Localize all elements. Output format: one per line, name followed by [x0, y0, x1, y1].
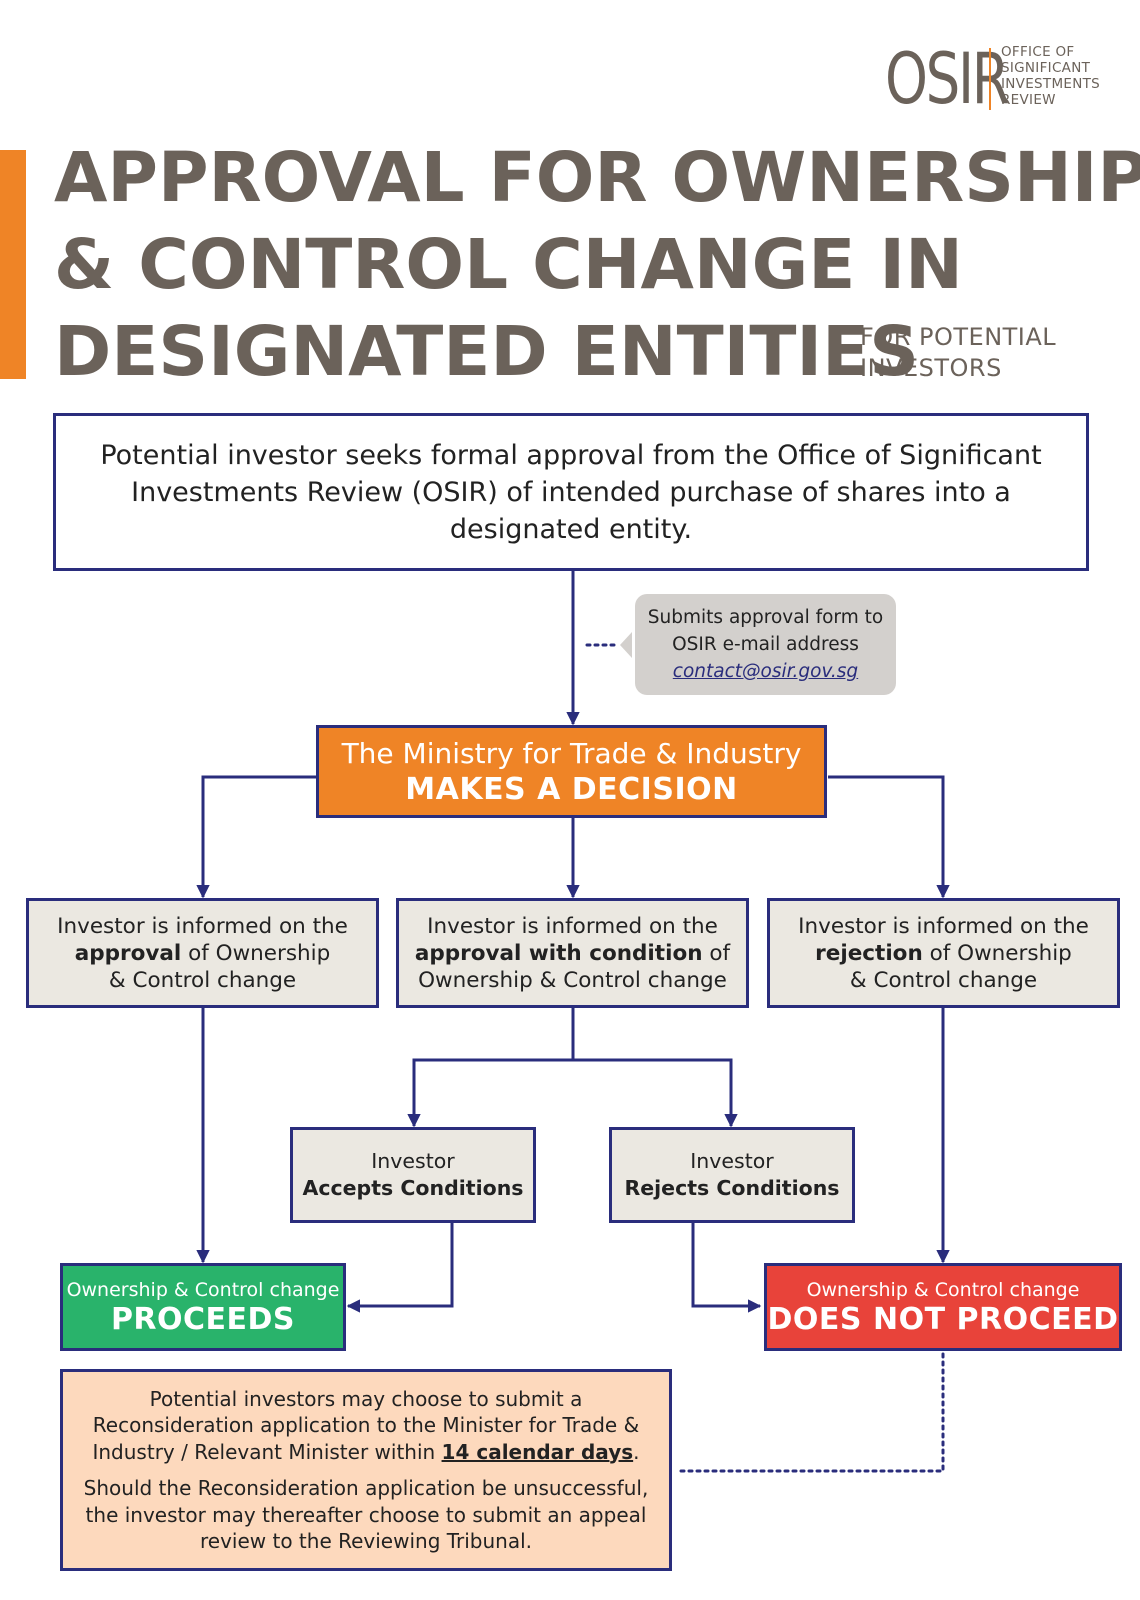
- approval-bold: approval: [74, 940, 182, 966]
- accepts-line-2: Accepts Conditions: [302, 1176, 524, 1200]
- logo-divider: [989, 48, 991, 110]
- not-proceed-line-1: Ownership & Control change: [806, 1279, 1080, 1301]
- proceeds-line-2: PROCEEDS: [110, 1302, 296, 1337]
- approval-line-3: & Control change: [108, 967, 297, 993]
- logo-subtitle-line: SIGNIFICANT: [1001, 60, 1091, 76]
- conditional-line-1: Investor is informed on the: [427, 913, 718, 939]
- approval-line-1: Investor is informed on the: [57, 913, 348, 939]
- note-tail: [620, 632, 632, 658]
- intro-box: Potential investor seeks formal approval…: [53, 413, 1089, 571]
- rejects-line-2: Rejects Conditions: [624, 1176, 840, 1200]
- subtitle-line: FOR POTENTIAL: [860, 323, 1057, 351]
- page-title-line-1: APPROVAL FOR OWNERSHIP: [54, 138, 1140, 218]
- conditional-bold: approval with condition: [414, 940, 703, 966]
- reconsideration-text: Potential investors may choose to submit…: [92, 1386, 640, 1464]
- connector-decision-to-rejection: [828, 775, 950, 899]
- conditional-post: of: [709, 940, 731, 966]
- logo-subtitle-line: REVIEW: [1001, 92, 1056, 108]
- connector-split-to-accepts: [407, 1058, 573, 1128]
- reconsideration-deadline: 14 calendar days: [441, 1439, 634, 1464]
- connector-decision-to-approval: [196, 775, 318, 899]
- email-note: Submits approval form to OSIR e-mail add…: [635, 594, 896, 695]
- conditional-outcome-box: Investor is informed on the approval wit…: [396, 898, 749, 1008]
- approval-line-2: approval of Ownership: [75, 940, 331, 967]
- connector-accepts-to-proceeds: [346, 1222, 454, 1313]
- logo-wordmark: OSIR: [885, 38, 1010, 120]
- accepts-line-1: Investor: [371, 1149, 455, 1173]
- rejection-outcome-box: Investor is informed on the rejection of…: [767, 898, 1120, 1008]
- reconsideration-period: .: [633, 1439, 640, 1464]
- title-accent-bar: [0, 150, 26, 379]
- proceeds-box: Ownership & Control change PROCEEDS: [60, 1263, 346, 1351]
- connector-rejects-to-not-proceed: [691, 1222, 762, 1313]
- rejects-conditions-box: Investor Rejects Conditions: [609, 1127, 855, 1223]
- note-line-2: OSIR e-mail address: [672, 634, 859, 655]
- rejects-line-1: Investor: [690, 1149, 774, 1173]
- reconsideration-paragraph-1: Potential investors may choose to submit…: [77, 1386, 655, 1466]
- rejection-line-1: Investor is informed on the: [798, 913, 1089, 939]
- dotted-not-proceed-to-reconsideration: [674, 1352, 945, 1473]
- subtitle-line: INVESTORS: [860, 354, 1002, 382]
- logo-subtitle-line: OFFICE OF: [1001, 44, 1075, 60]
- connector-split-to-rejects: [573, 1058, 738, 1128]
- page-title-line-3: DESIGNATED ENTITIES: [54, 312, 919, 392]
- page-subtitle: FOR POTENTIAL INVESTORS: [860, 322, 1056, 384]
- note-line-1: Submits approval form to: [647, 607, 884, 628]
- decision-line-1: The Ministry for Trade & Industry: [341, 736, 802, 770]
- approval-outcome-box: Investor is informed on the approval of …: [26, 898, 379, 1008]
- not-proceed-box: Ownership & Control change DOES NOT PROC…: [764, 1263, 1122, 1351]
- conditional-line-3: Ownership & Control change: [418, 967, 727, 993]
- not-proceed-line-2: DOES NOT PROCEED: [767, 1302, 1119, 1337]
- rejection-line-3: & Control change: [849, 967, 1038, 993]
- rejection-post: of Ownership: [929, 940, 1072, 966]
- logo-subtitle: OFFICE OF SIGNIFICANT INVESTMENTS REVIEW: [1001, 44, 1100, 108]
- osir-logo: OSIR OFFICE OF SIGNIFICANT INVESTMENTS R…: [885, 44, 1105, 114]
- rejection-line-2: rejection of Ownership: [815, 940, 1072, 967]
- conditional-line-2: approval with condition of: [415, 940, 730, 967]
- decision-box: The Ministry for Trade & Industry MAKES …: [316, 725, 827, 818]
- intro-text: Potential investor seeks formal approval…: [100, 439, 1042, 545]
- email-link[interactable]: contact@osir.gov.sg: [672, 661, 859, 682]
- rejection-bold: rejection: [815, 940, 923, 966]
- reconsideration-box: Potential investors may choose to submit…: [60, 1369, 672, 1571]
- reconsideration-paragraph-2: Should the Reconsideration application b…: [83, 1476, 649, 1553]
- accepts-conditions-box: Investor Accepts Conditions: [290, 1127, 536, 1223]
- approval-post: of Ownership: [188, 940, 331, 966]
- page-title-line-2: & CONTROL CHANGE IN: [54, 225, 963, 305]
- decision-line-2: MAKES A DECISION: [405, 771, 738, 807]
- proceeds-line-1: Ownership & Control change: [66, 1279, 340, 1301]
- logo-subtitle-line: INVESTMENTS: [1001, 76, 1101, 92]
